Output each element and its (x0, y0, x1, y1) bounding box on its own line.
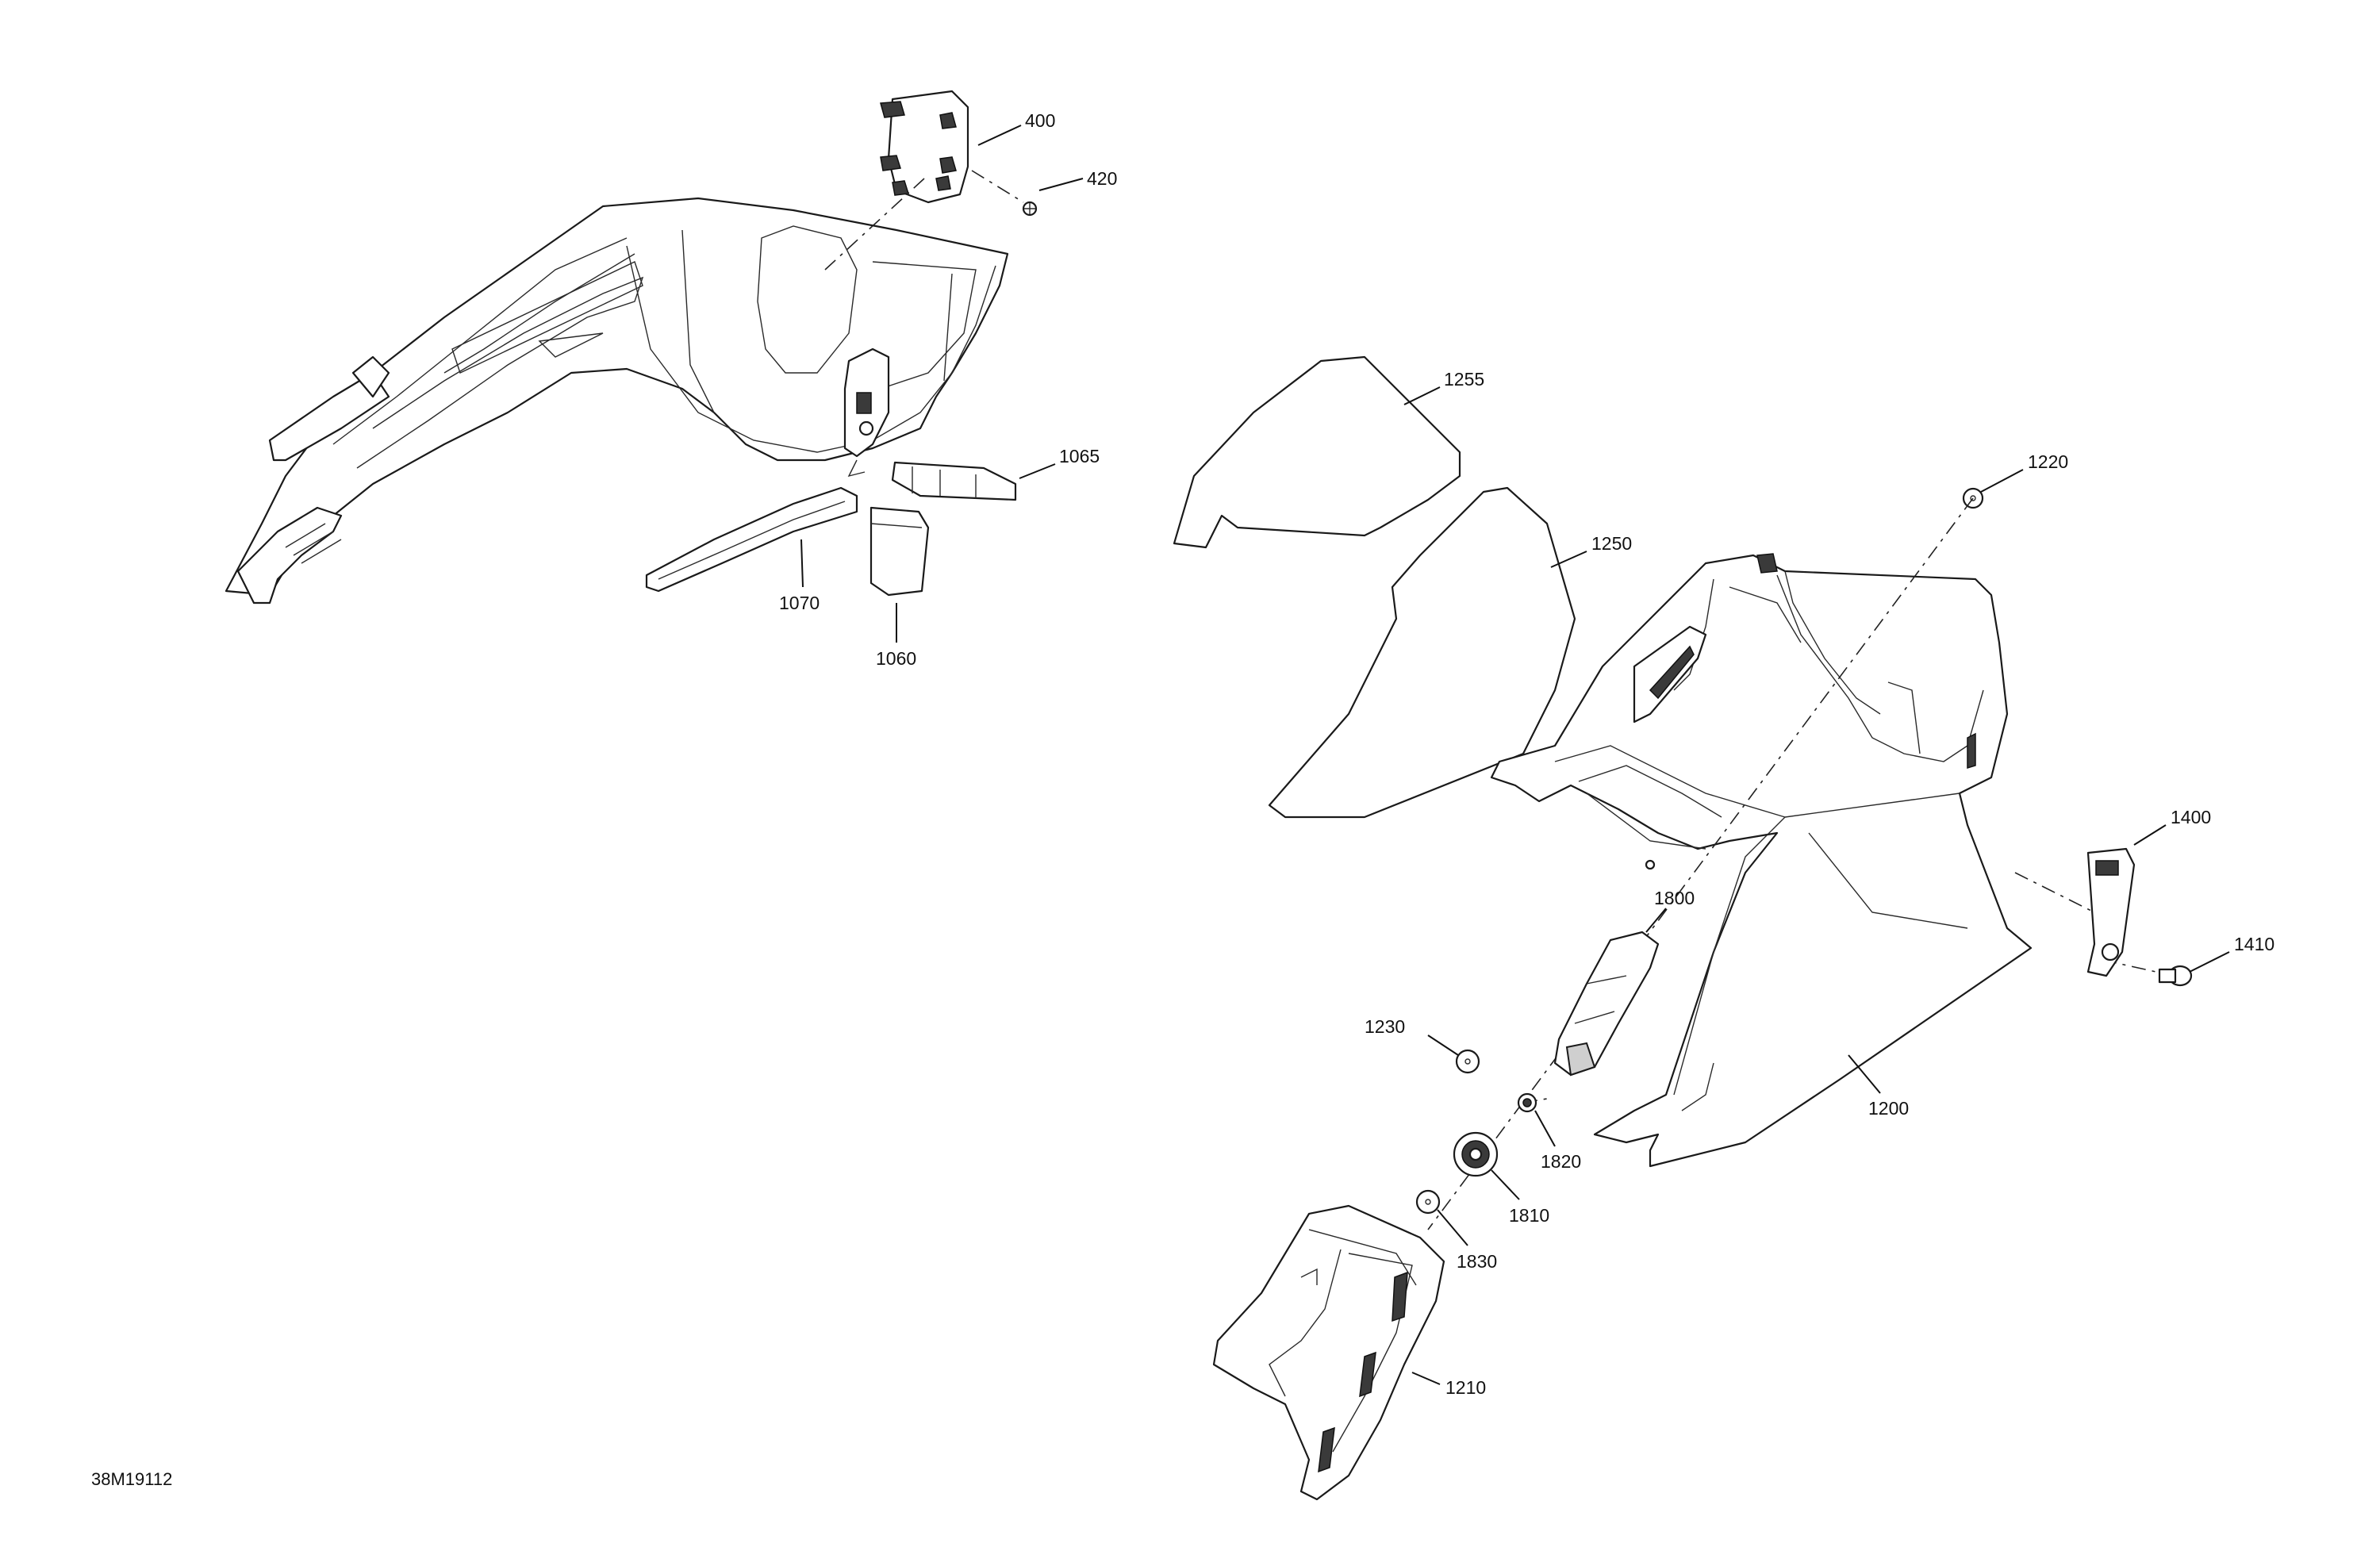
left-side-panel (225, 197, 1009, 605)
callout-1830: 1830 (1457, 1251, 1497, 1272)
callout-1800: 1800 (1654, 888, 1695, 908)
part-1070-strip (645, 486, 858, 593)
part-1065-pad (891, 461, 1017, 501)
callout-1255: 1255 (1444, 369, 1484, 390)
callout-1230: 1230 (1365, 1016, 1405, 1037)
callout-1400: 1400 (2171, 807, 2211, 827)
diagram-reference-code: 38M19112 (91, 1469, 172, 1489)
part-1230-washer (1455, 1049, 1480, 1074)
part-1800-bracket (1553, 931, 1660, 1077)
callout-420: 420 (1087, 168, 1117, 189)
part-1255-sticker (1173, 355, 1461, 549)
callout-1065: 1065 (1059, 446, 1100, 466)
assembly-line-main (1427, 497, 1974, 1230)
part-1060-block (869, 506, 930, 597)
callout-1060: 1060 (876, 648, 916, 669)
callout-1220: 1220 (2028, 451, 2068, 472)
assembly-line-1400 (2014, 872, 2111, 921)
part-1250-sticker (1268, 486, 1576, 819)
callout-1070: 1070 (779, 593, 820, 613)
callout-400: 400 (1025, 110, 1055, 131)
part-1820-nut (1517, 1092, 1537, 1113)
callout-1820: 1820 (1541, 1151, 1581, 1172)
assembly-line-400 (824, 178, 925, 271)
part-420-screw (1022, 201, 1038, 217)
callout-1410: 1410 (2234, 934, 2274, 954)
callout-1200: 1200 (1868, 1098, 1909, 1119)
part-1400-latch (2086, 847, 2136, 977)
callout-1250: 1250 (1591, 533, 1632, 554)
part-1210-lower-panel (1212, 1204, 1445, 1501)
part-1830-washer (1415, 1189, 1441, 1215)
part-1810-grommet (1453, 1131, 1499, 1177)
assembly-line-420 (971, 170, 1024, 203)
part-400-clip-plate (880, 90, 969, 204)
part-1200-main-cover (1490, 553, 2033, 1168)
leader-lines (800, 125, 2230, 1385)
callout-labels: 400 420 1065 1070 1060 1255 1250 1220 14… (779, 110, 2274, 1398)
part-1410-rivet (2158, 965, 2193, 987)
callout-1810: 1810 (1509, 1205, 1549, 1226)
callout-1210: 1210 (1445, 1377, 1486, 1398)
